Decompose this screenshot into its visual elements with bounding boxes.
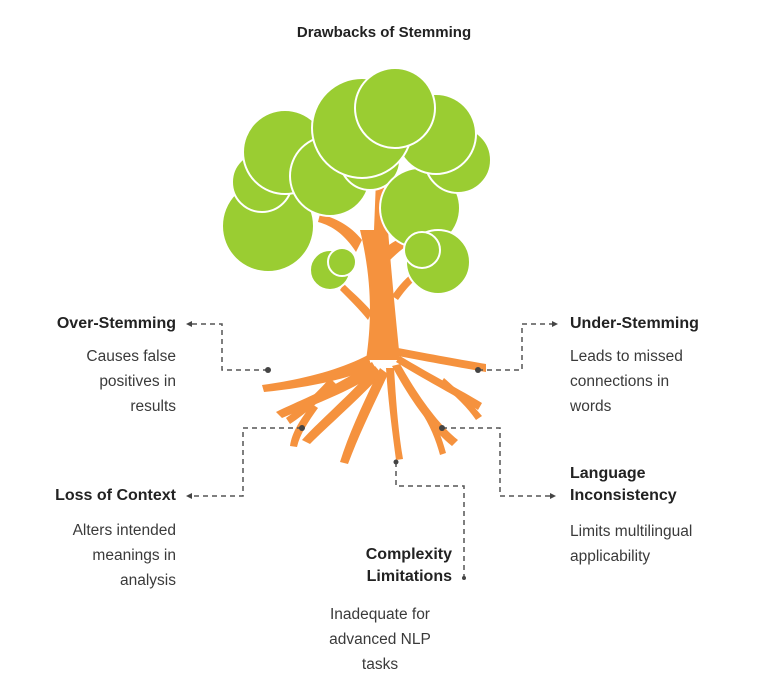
over-stemming-description: Causes false positives in results — [86, 348, 176, 415]
diagram-title: Drawbacks of Stemming — [296, 24, 472, 41]
language-inconsistency-label: Language Inconsistency — [570, 465, 677, 504]
loss-of-context-description: Alters intended meanings in analysis — [72, 522, 176, 589]
under-stemming-description: Leads to missed connections in words — [570, 348, 683, 415]
connector-lines — [190, 323, 554, 578]
tree-foliage — [221, 67, 492, 295]
language-inconsistency-description: Limits multilingual applicability — [570, 523, 693, 565]
over-stemming-label: Over-Stemming — [56, 315, 176, 332]
tree-trunk — [262, 180, 486, 464]
connector-arrowheads — [186, 321, 558, 580]
loss-of-context-label: Loss of Context — [55, 487, 176, 504]
connector-dots — [265, 367, 481, 465]
complexity-limitations-label: Complexity Limitations — [365, 546, 452, 585]
complexity-limitations-description: Inadequate for advanced NLP tasks — [329, 606, 431, 673]
under-stemming-label: Under-Stemming — [570, 315, 699, 332]
